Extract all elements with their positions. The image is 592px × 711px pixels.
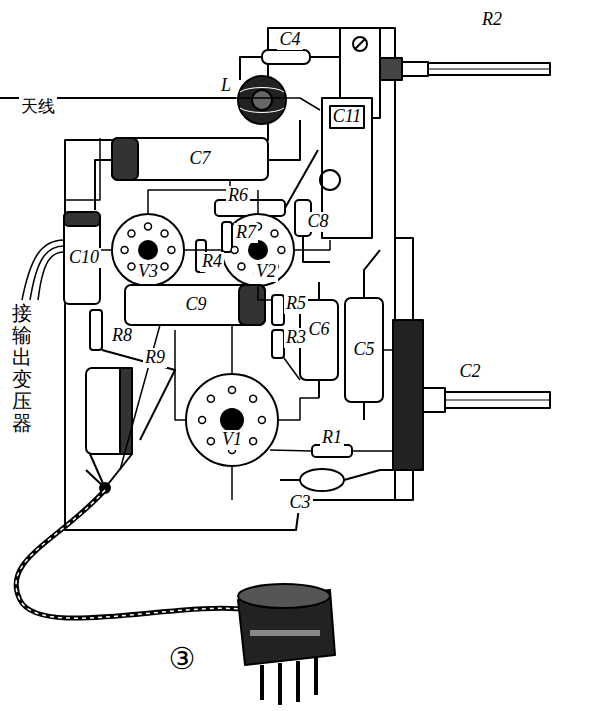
pin-hole: [278, 247, 285, 254]
part-label: C8: [305, 212, 330, 232]
part-label: R9: [143, 348, 167, 368]
part-label: R5: [284, 294, 308, 314]
part-label: 天线: [19, 97, 57, 116]
capacitor-c5: [345, 250, 383, 420]
pin-hole: [145, 223, 152, 230]
capacitor-c8: [295, 200, 330, 262]
pin-hole: [199, 417, 206, 424]
pin-hole: [271, 230, 278, 237]
coil-l: [238, 76, 286, 124]
part-label: L: [219, 76, 233, 96]
pin-hole: [121, 247, 128, 254]
tube-socket-v3: [112, 214, 184, 286]
part-label: V2: [254, 262, 278, 282]
tube-socket-v2: [222, 214, 294, 286]
part-label: R1: [320, 428, 344, 448]
part-label: C6: [306, 320, 331, 340]
capacitor-block: [86, 368, 132, 493]
resistor-r5: [272, 295, 284, 325]
part-label: V3: [136, 262, 160, 282]
pin-hole: [250, 395, 257, 402]
pin-hole: [229, 387, 236, 394]
pin-hole: [238, 263, 245, 270]
pin-hole: [161, 230, 168, 237]
pin-hole: [207, 438, 214, 445]
part-label: R4: [200, 252, 224, 272]
part-label: R7: [234, 223, 258, 243]
capacitor-c4: [240, 50, 340, 80]
pin-hole: [168, 247, 175, 254]
part-label: 接输出变压器: [11, 301, 33, 435]
part-label: C4: [277, 30, 302, 50]
variable-capacitor-c2: [393, 320, 550, 470]
tube-socket-v1: [186, 374, 278, 466]
part-label: C11: [331, 107, 364, 127]
capacitor-c7: [95, 120, 300, 210]
part-label: R2: [480, 10, 504, 30]
pin-hole: [128, 263, 135, 270]
resistor-r7: [222, 222, 232, 252]
part-label: C5: [351, 340, 376, 360]
resistor-r3: [272, 330, 284, 358]
pin-hole: [231, 247, 238, 254]
pin-hole: [128, 230, 135, 237]
pin-hole: [250, 438, 257, 445]
pin-hole: [258, 417, 265, 424]
part-label: C3: [287, 493, 312, 513]
capacitor-c3: [280, 469, 395, 491]
pin-hole: [207, 395, 214, 402]
part-label: V1: [220, 430, 244, 450]
power-cord: [16, 490, 250, 618]
part-label: C10: [67, 248, 101, 268]
part-label: C9: [183, 295, 208, 315]
part-label: R8: [110, 326, 134, 346]
octal-plug: [238, 584, 335, 705]
capacitor-c9: [125, 285, 265, 325]
wiring: [65, 98, 393, 500]
capacitor-c10: [64, 212, 100, 304]
socket-pins: [121, 223, 285, 453]
pin-hole: [161, 263, 168, 270]
output-cable: [22, 240, 64, 300]
part-label: C2: [457, 362, 482, 382]
part-label: C7: [187, 149, 212, 169]
chassis-board: [65, 28, 410, 530]
part-label: ③: [167, 642, 198, 675]
part-label: R6: [226, 186, 250, 206]
part-label: R3: [284, 328, 308, 348]
resistor-r8: [90, 310, 102, 350]
